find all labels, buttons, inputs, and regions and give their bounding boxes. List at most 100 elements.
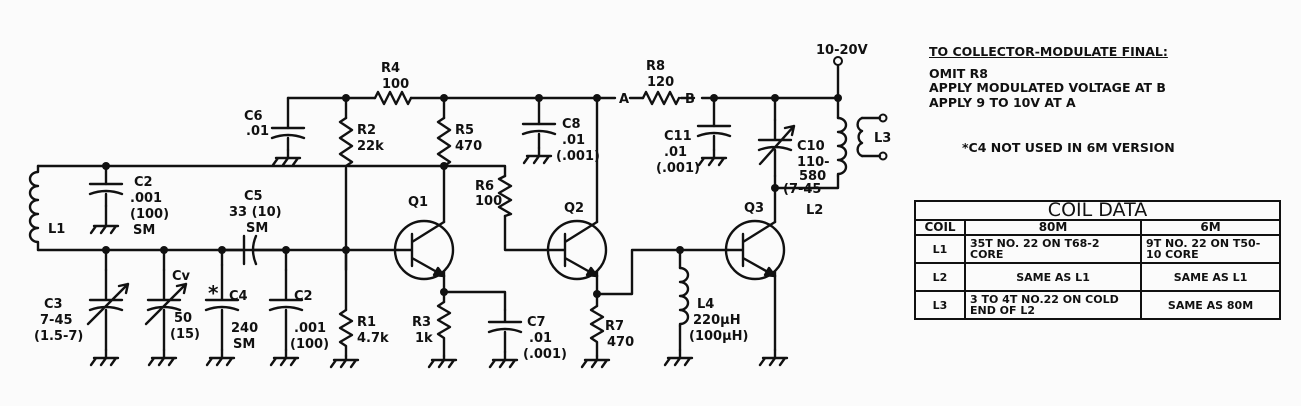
notes-line-1: OMIT R8 bbox=[929, 66, 988, 81]
c11-alt: (.001) bbox=[656, 161, 700, 176]
r1-symbol bbox=[338, 308, 354, 358]
c4-value: 240 bbox=[231, 321, 258, 336]
r5-symbol bbox=[436, 116, 452, 168]
c3-alt: (1.5-7) bbox=[34, 329, 83, 344]
l4-value: 220μH bbox=[693, 313, 741, 328]
l3-symbol bbox=[856, 116, 864, 158]
table-cell: 35T NO. 22 ON T68-2 CORE bbox=[963, 234, 1143, 264]
r8-name: R8 bbox=[646, 59, 665, 74]
c2b-alt: (100) bbox=[290, 337, 329, 352]
r1-value: 4.7k bbox=[357, 331, 389, 346]
r4-name: R4 bbox=[381, 61, 400, 76]
r3-symbol bbox=[436, 300, 452, 358]
l1-symbol bbox=[28, 164, 40, 252]
l1-name: L1 bbox=[48, 222, 65, 237]
r2-symbol bbox=[338, 116, 354, 168]
c10-name: C10 bbox=[797, 139, 825, 154]
c2b-name: C2 bbox=[294, 289, 313, 304]
r2-value: 22k bbox=[357, 139, 384, 154]
q1-name: Q1 bbox=[408, 195, 428, 210]
c4-type: SM bbox=[233, 337, 255, 352]
c7-value: .01 bbox=[529, 331, 552, 346]
coil-table-title: COIL DATA bbox=[914, 200, 1281, 221]
r6-value: 100 bbox=[475, 194, 502, 209]
transistors bbox=[393, 219, 786, 281]
ground-icon bbox=[89, 204, 120, 235]
ground-icon bbox=[271, 148, 302, 167]
c11-name: C11 bbox=[664, 129, 692, 144]
r8-symbol bbox=[641, 90, 681, 106]
column-header: 80M bbox=[963, 219, 1143, 236]
table-row: L1 35T NO. 22 ON T68-2 CORE 9T NO. 22 ON… bbox=[914, 234, 1281, 264]
l4-alt: (100μH) bbox=[689, 329, 748, 344]
r4-value: 100 bbox=[382, 77, 409, 92]
point-b-label: B bbox=[685, 92, 695, 107]
c2a-name: C2 bbox=[134, 175, 153, 190]
table-cell: L2 bbox=[914, 262, 966, 292]
table-cell: SAME AS L1 bbox=[963, 262, 1143, 292]
junctions bbox=[102, 94, 842, 298]
r5-value: 470 bbox=[455, 139, 482, 154]
q3-name: Q3 bbox=[744, 201, 764, 216]
ground-icon bbox=[758, 348, 789, 367]
c5-symbol bbox=[220, 234, 288, 266]
c2a-value: .001 bbox=[130, 191, 162, 206]
c5-value: 33 (10) bbox=[229, 205, 282, 220]
notes-line-3: APPLY 9 TO 10V AT A bbox=[929, 95, 1076, 110]
ground-symbols bbox=[89, 146, 789, 369]
inductors bbox=[28, 116, 864, 328]
ground-icon bbox=[580, 354, 611, 369]
c7-alt: (.001) bbox=[523, 347, 567, 362]
terminals bbox=[833, 56, 888, 161]
table-header-row: COIL 80M 6M bbox=[914, 219, 1281, 236]
c6-symbol bbox=[270, 126, 306, 152]
r4-symbol bbox=[373, 90, 413, 106]
c4-name: C4 bbox=[229, 289, 248, 304]
r7-name: R7 bbox=[605, 319, 624, 334]
c6-name: C6 bbox=[244, 109, 263, 124]
supply-label: 10-20V bbox=[816, 43, 868, 58]
ground-icon bbox=[663, 348, 694, 367]
r7-symbol bbox=[589, 304, 605, 358]
c2a-alt: (100) bbox=[130, 207, 169, 222]
c8-symbol bbox=[521, 122, 557, 150]
ground-icon bbox=[329, 354, 360, 369]
l2-symbol bbox=[836, 116, 848, 178]
cv-symbol bbox=[144, 268, 188, 352]
l2-name: L2 bbox=[806, 203, 823, 218]
resistors bbox=[338, 90, 681, 358]
c11-symbol bbox=[696, 124, 732, 152]
cv-value: 50 bbox=[174, 311, 192, 326]
table-cell: SAME AS 80M bbox=[1140, 290, 1281, 320]
c8-alt: (.001) bbox=[556, 149, 600, 164]
c2a-type: SM bbox=[133, 223, 155, 238]
c10-symbol bbox=[757, 118, 796, 178]
c8-value: .01 bbox=[562, 133, 585, 148]
table-cell: L3 bbox=[914, 290, 966, 320]
table-cell: SAME AS L1 bbox=[1140, 262, 1281, 292]
column-header: COIL bbox=[914, 219, 966, 236]
c11-value: .01 bbox=[664, 145, 687, 160]
table-cell: 9T NO. 22 ON T50-10 CORE bbox=[1140, 234, 1281, 264]
table-cell: L1 bbox=[914, 234, 966, 264]
q2-name: Q2 bbox=[564, 201, 584, 216]
capacitors bbox=[86, 118, 796, 354]
r6-name: R6 bbox=[475, 179, 494, 194]
ground-icon bbox=[522, 146, 553, 165]
l4-name: L4 bbox=[697, 297, 714, 312]
c10-alt: (7-45 bbox=[783, 182, 821, 197]
q3-symbol bbox=[724, 219, 786, 281]
r8-value: 120 bbox=[647, 75, 674, 90]
cv-alt: (15) bbox=[170, 327, 200, 342]
q1-symbol bbox=[393, 219, 455, 281]
r2-name: R2 bbox=[357, 123, 376, 138]
c4-footnote: *C4 NOT USED IN 6M VERSION bbox=[962, 140, 1175, 155]
c3-value: 7-45 bbox=[40, 313, 73, 328]
c3-symbol bbox=[86, 268, 130, 352]
c8-name: C8 bbox=[562, 117, 581, 132]
c5-type: SM bbox=[246, 221, 268, 236]
c2b-symbol bbox=[268, 268, 304, 352]
c2a-symbol bbox=[88, 182, 124, 208]
notes-title: TO COLLECTOR-MODULATE FINAL: bbox=[929, 44, 1168, 59]
